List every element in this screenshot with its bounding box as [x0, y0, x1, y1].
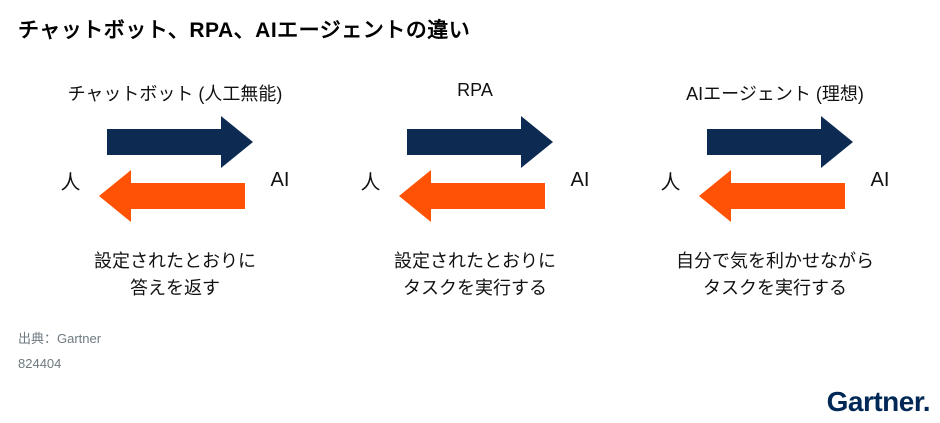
panel-rpa-description: 設定されたとおりに タスクを実行する: [394, 248, 556, 302]
source-block: 出典：Gartner 824404: [18, 326, 101, 376]
source-note: 出典：Gartner: [18, 331, 102, 346]
arrow-pair: [398, 116, 553, 222]
panel-ai-agent: AIエージェント (理想) 人 AI 自分で気を利かせながら タスクを実行する: [630, 80, 920, 302]
human-label: 人: [360, 171, 381, 194]
description-line: タスクを実行する: [403, 278, 547, 298]
description-line: タスクを実行する: [703, 278, 847, 298]
arrow-pair: [98, 116, 253, 222]
human-to-ai-arrow-icon: [706, 116, 853, 168]
ai-to-human-arrow-icon: [398, 170, 545, 222]
panel-chatbot-description: 設定されたとおりに 答えを返す: [94, 248, 256, 302]
comparison-panels: チャットボット (人工無能) 人 AI 設定されたとおりに 答えを返す RPA …: [30, 80, 920, 302]
panel-rpa-header: RPA: [457, 80, 493, 100]
description-line: 設定されたとおりに: [94, 251, 256, 271]
panel-ai-agent-description: 自分で気を利かせながら タスクを実行する: [676, 248, 874, 302]
ai-label: AI: [870, 168, 890, 191]
page-title: チャットボット、RPA、AIエージェントの違い: [18, 19, 471, 42]
panel-rpa: RPA 人 AI 設定されたとおりに タスクを実行する: [330, 80, 620, 302]
panel-chatbot-header: チャットボット (人工無能): [67, 84, 283, 104]
human-label: 人: [60, 171, 81, 194]
ai-to-human-arrow-icon: [698, 170, 845, 222]
panel-ai-agent-diagram: 人 AI: [660, 116, 890, 222]
document-number: 824404: [18, 356, 62, 371]
ai-label: AI: [570, 168, 590, 191]
panel-ai-agent-header: AIエージェント (理想): [686, 84, 864, 104]
ai-label: AI: [270, 168, 290, 191]
panel-rpa-diagram: 人 AI: [360, 116, 590, 222]
description-line: 答えを返す: [130, 278, 220, 298]
arrow-pair: [698, 116, 853, 222]
human-to-ai-arrow-icon: [406, 116, 553, 168]
human-label: 人: [660, 171, 681, 194]
panel-chatbot-diagram: 人 AI: [60, 116, 290, 222]
panel-chatbot: チャットボット (人工無能) 人 AI 設定されたとおりに 答えを返す: [30, 80, 320, 302]
human-to-ai-arrow-icon: [106, 116, 253, 168]
gartner-logo: Gartner.: [826, 386, 931, 417]
ai-to-human-arrow-icon: [98, 170, 245, 222]
description-line: 自分で気を利かせながら: [676, 251, 874, 271]
description-line: 設定されたとおりに: [394, 251, 556, 271]
